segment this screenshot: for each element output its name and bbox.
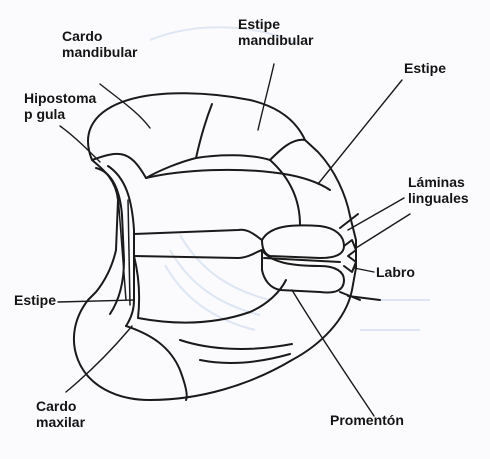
leader-labro bbox=[354, 268, 374, 272]
leader-cardo-maxilar bbox=[66, 326, 132, 392]
label-laminas-line2: linguales bbox=[408, 190, 469, 206]
hipostoma-strip-left bbox=[96, 168, 124, 314]
head-outer-contour bbox=[74, 93, 356, 400]
leader-laminas-2 bbox=[356, 214, 410, 248]
cardo-maxilar-outline-2 bbox=[180, 340, 292, 349]
label-estipe-mandibular: Estipe mandibular bbox=[238, 16, 313, 48]
label-hipostoma-line2: p gula bbox=[24, 106, 96, 122]
label-labro: Labro bbox=[376, 264, 415, 280]
label-cardo-mandibular-line1: Cardo bbox=[62, 28, 137, 44]
label-laminas-line1: Láminas bbox=[408, 174, 469, 190]
ligula-upper bbox=[262, 225, 344, 258]
leader-estipe-mandibular bbox=[258, 64, 274, 130]
label-cardo-mandibular-line2: mandibular bbox=[62, 44, 137, 60]
estipe-mandibular-outline bbox=[196, 140, 305, 160]
label-laminas-linguales: Láminas linguales bbox=[408, 174, 469, 206]
label-cardo-mandibular: Cardo mandibular bbox=[62, 28, 137, 60]
gula-rod-2 bbox=[128, 200, 130, 305]
label-cardo-maxilar-line2: maxilar bbox=[36, 414, 85, 430]
label-estipe-top: Estipe bbox=[404, 60, 446, 76]
label-promenton: Promentón bbox=[330, 412, 404, 428]
label-estipe-left: Estipe bbox=[14, 292, 56, 308]
label-labro-text: Labro bbox=[376, 264, 415, 280]
leader-hipostoma bbox=[60, 126, 100, 162]
cardo-maxilar-outline-3 bbox=[200, 354, 290, 363]
leader-estipe-top bbox=[318, 80, 402, 184]
label-cardo-maxilar: Cardo maxilar bbox=[36, 398, 85, 430]
cardo-maxilar-outline-1 bbox=[126, 326, 187, 400]
label-cardo-maxilar-line1: Cardo bbox=[36, 398, 85, 414]
background-print-through bbox=[150, 27, 430, 330]
mandibular-inner-band bbox=[146, 170, 330, 190]
leader-cardo-mandibular bbox=[100, 84, 150, 128]
leader-estipe-left bbox=[58, 300, 134, 302]
postmentum-top bbox=[134, 230, 262, 240]
label-estipe-mandibular-line1: Estipe bbox=[238, 16, 313, 32]
label-estipe-left-text: Estipe bbox=[14, 292, 56, 308]
label-hipostoma-line1: Hipostoma bbox=[24, 90, 96, 106]
labro-notch bbox=[344, 240, 356, 272]
label-promenton-text: Promentón bbox=[330, 412, 404, 428]
label-estipe-top-text: Estipe bbox=[404, 60, 446, 76]
postmentum-bottom bbox=[134, 250, 262, 258]
label-hipostoma: Hipostoma p gula bbox=[24, 90, 96, 122]
label-estipe-mandibular-line2: mandibular bbox=[238, 32, 313, 48]
estipe-right-ridge bbox=[270, 160, 300, 225]
